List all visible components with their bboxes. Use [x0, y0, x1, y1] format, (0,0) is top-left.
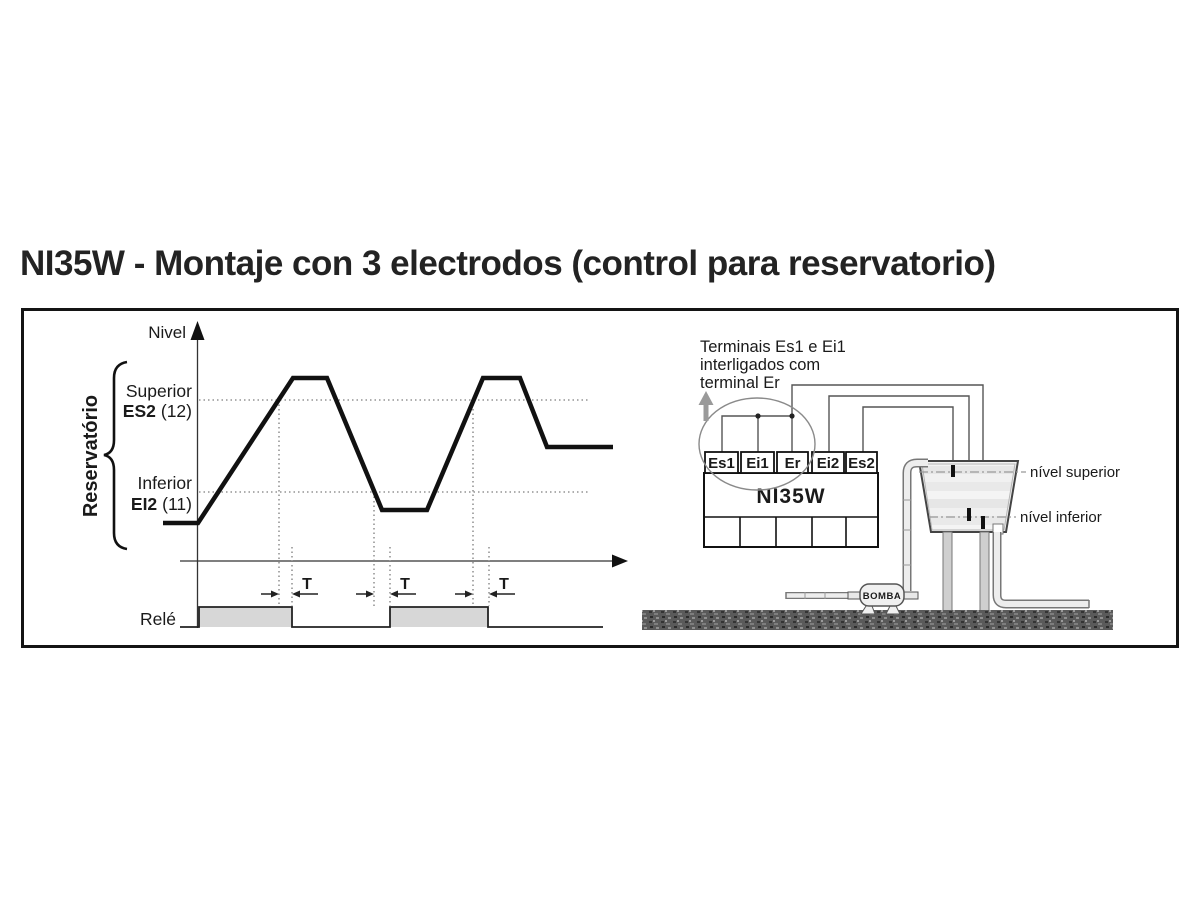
t-label: T [302, 576, 312, 593]
terminal-row: Es1 Ei1 Er Ei2 Es2 [704, 451, 878, 474]
upper-num: (12) [161, 401, 192, 421]
level-axis-label: Nivel [148, 323, 186, 342]
upper-level-text: nível superior [1030, 464, 1120, 481]
electrode-tips [951, 465, 985, 529]
lower-level-text: nível inferior [1020, 509, 1102, 526]
page-title: NI35W - Montaje con 3 electrodos (contro… [20, 244, 996, 283]
terminal-ei2: Ei2 [817, 455, 840, 472]
t-label: T [499, 576, 509, 593]
jumper-wire [721, 415, 793, 452]
ni35w-module: NI35W Es1 Ei1 Er Ei2 Es2 [703, 451, 879, 548]
tank-leg [942, 531, 953, 621]
highlight-ellipse [698, 397, 816, 491]
time-axis [180, 554, 628, 568]
svg-text:EI2(11): EI2(11) [131, 494, 192, 514]
relay-pulse [390, 607, 488, 627]
level-axis: Nivel [148, 321, 205, 628]
relay-label: Relé [140, 609, 176, 629]
note-line-1: Terminais Es1 e Ei1 [700, 338, 846, 356]
level-waveform [163, 375, 613, 526]
note-line-3: terminal Er [700, 374, 780, 392]
t-marker-3: T [455, 576, 515, 598]
tank-leg [979, 531, 990, 621]
interconnect-note: Terminais Es1 e Ei1 interligados com ter… [700, 338, 846, 392]
junction-dot [755, 413, 761, 419]
svg-text:Superior: Superior [126, 381, 192, 401]
upper-level-label: Superior ES2(12) [123, 381, 192, 421]
relay-trace: Relé [140, 606, 603, 629]
lower-code: EI2 [131, 494, 158, 514]
t-delay-markers: T T T [261, 576, 515, 598]
junction-dot [789, 413, 795, 419]
level-axis-arrow-icon [190, 321, 205, 340]
terminal-es1: Es1 [708, 455, 735, 472]
ground [642, 610, 1113, 630]
svg-text:ES2(12): ES2(12) [123, 401, 192, 421]
upper-code: ES2 [123, 401, 156, 421]
reservoir-brace [103, 360, 128, 551]
lower-num: (11) [162, 494, 192, 514]
lower-level-label: Inferior EI2(11) [131, 473, 192, 514]
time-axis-arrow-icon [612, 554, 628, 568]
er-wire [791, 384, 984, 517]
tank-level-lines [919, 471, 1026, 518]
threshold-lines [199, 399, 588, 493]
timing-diagram: Nivel Reservatório Superior ES2(1 [80, 321, 628, 629]
terminal-er: Er [785, 455, 801, 472]
wiring-diagram: Terminais Es1 e Ei1 interligados com ter… [642, 338, 1120, 630]
event-lines [278, 400, 490, 606]
module-name: NI35W [756, 485, 825, 508]
relay-pulse [199, 607, 292, 627]
reservoir-label: Reservatório [80, 395, 102, 517]
note-line-2: interligados com [700, 356, 820, 374]
es2-wire [862, 406, 954, 466]
drain-pipe [992, 532, 1090, 609]
terminal-es2: Es2 [848, 455, 875, 472]
svg-text:Inferior: Inferior [138, 473, 193, 493]
t-marker-1: T [261, 576, 318, 598]
ei2-wire [828, 395, 970, 509]
terminal-ei1: Ei1 [746, 455, 769, 472]
t-marker-2: T [356, 576, 416, 598]
t-label: T [400, 576, 410, 593]
pump: BOMBA [847, 583, 919, 615]
pump-label: BOMBA [863, 591, 901, 602]
note-arrow-icon [698, 391, 714, 421]
pump-pipe [785, 458, 928, 599]
